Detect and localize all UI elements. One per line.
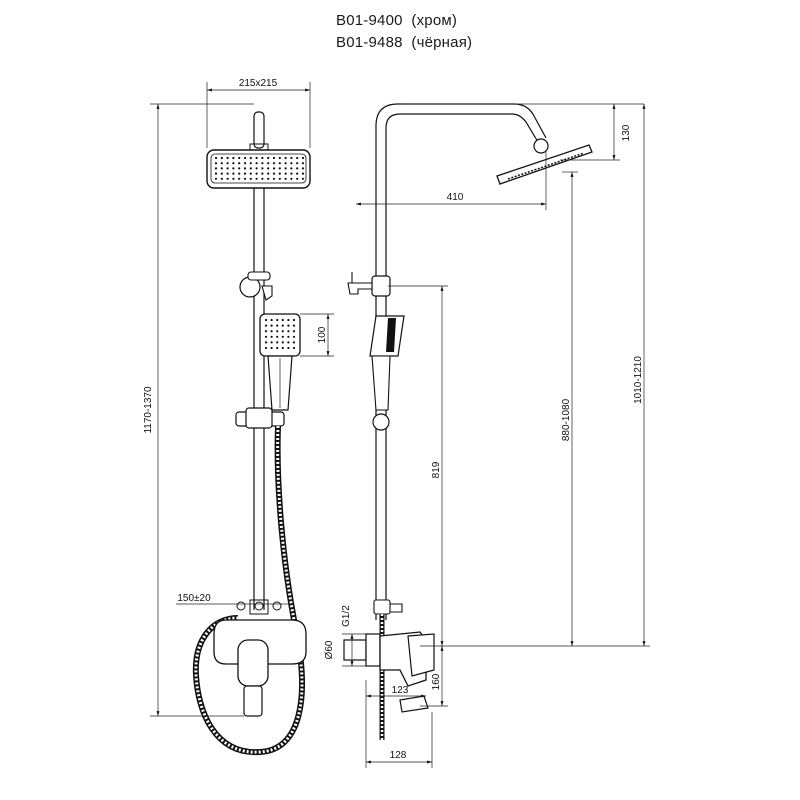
hand-shower-front: [259, 313, 301, 411]
dim-diameter: Ø60: [324, 640, 335, 659]
dim-mixer-spacing: 150±20: [177, 593, 211, 604]
dim-overhead-reach: 410: [447, 192, 464, 203]
dim-bar-height: 819: [431, 461, 442, 478]
dim-range-mid: 880-1080: [561, 398, 572, 441]
side-view: 410 130 819 880-1080 1010-1210 G1/2 Ø60 …: [324, 103, 650, 768]
dim-head-size: 215x215: [239, 78, 278, 89]
model-black-label: B01-9488 (чёрная): [336, 34, 473, 51]
dim-head-thickness: 130: [621, 124, 632, 141]
dim-thread: G1/2: [341, 605, 352, 627]
overhead-shower-front: [206, 149, 311, 189]
dim-range-right: 1010-1210: [633, 356, 644, 404]
dim-mixer-height: 160: [431, 673, 442, 690]
front-view: 215x215 1170-1370 100 150±20: [143, 78, 334, 756]
dim-spout: 123: [392, 685, 409, 696]
model-chrome-label: B01-9400 (хром): [336, 12, 458, 29]
dim-total-height: 1170-1370: [143, 386, 154, 434]
hand-shower-side: [369, 315, 405, 411]
mixer-side: [379, 631, 435, 713]
dim-depth: 128: [390, 750, 407, 761]
dim-hand-shower: 100: [317, 326, 328, 343]
